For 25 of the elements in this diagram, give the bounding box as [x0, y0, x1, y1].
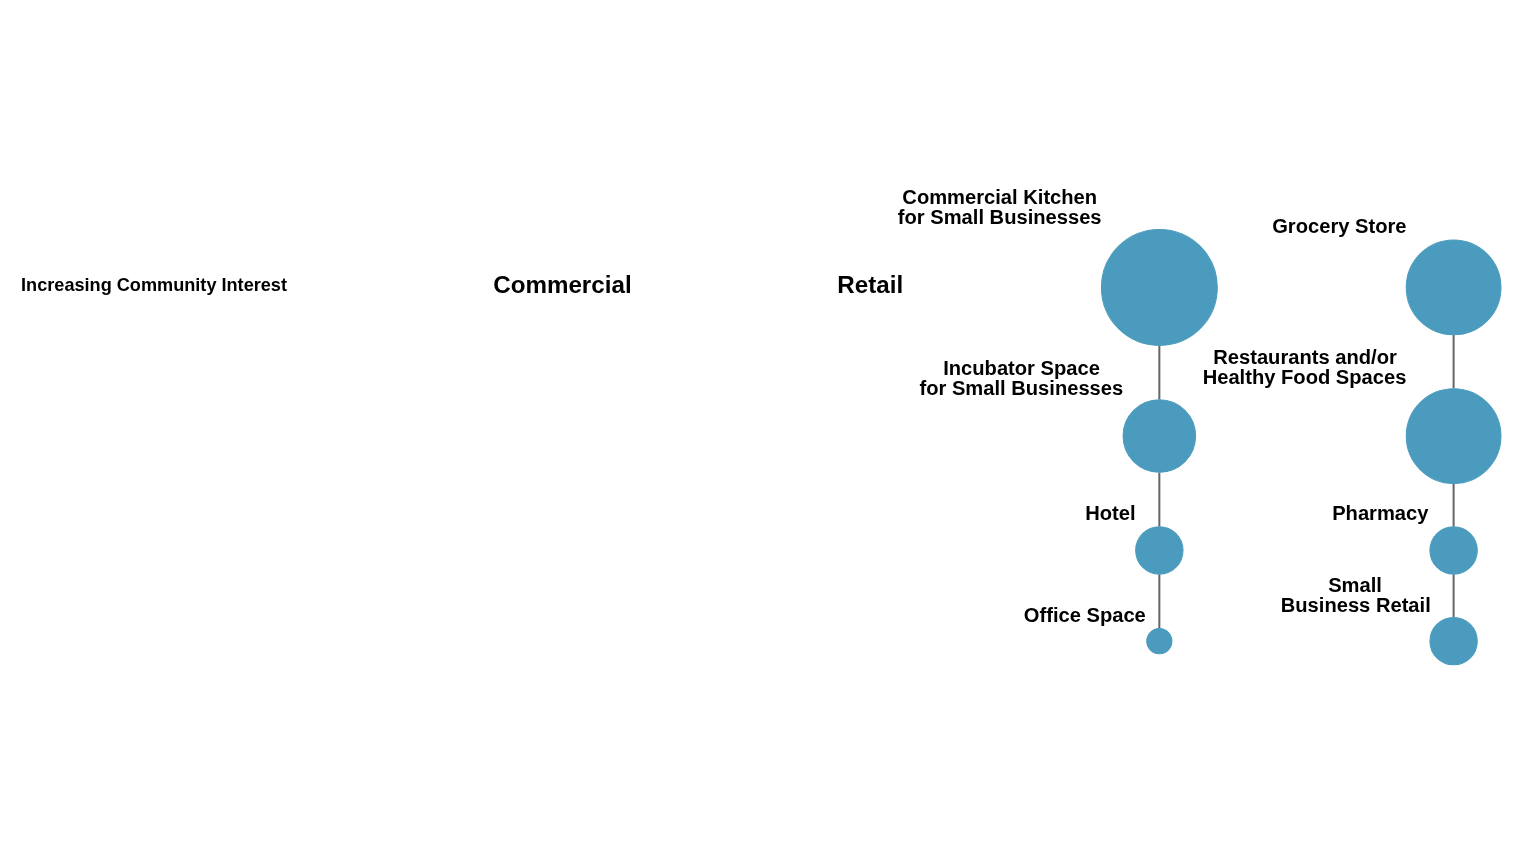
node-circle — [1145, 627, 1172, 654]
connector — [1452, 334, 1455, 388]
label: Retail — [836, 270, 903, 298]
connector — [1157, 472, 1160, 526]
node-circle — [1122, 398, 1196, 473]
node-label: Incubator Space for Small Businesses — [919, 356, 1123, 399]
node-label: Hotel — [1084, 501, 1136, 524]
node-circle — [1428, 616, 1478, 665]
node-label: Office Space — [1023, 603, 1146, 625]
label: Increasing Community Interest — [20, 274, 287, 295]
node-label: Commercial Kitchen for Small Businesses — [897, 185, 1102, 228]
connector — [1452, 483, 1455, 527]
connector — [1157, 573, 1160, 628]
connector — [1157, 345, 1160, 399]
node-circle — [1405, 239, 1501, 335]
node-circle — [1428, 525, 1478, 575]
node-circle — [1100, 228, 1218, 346]
label: Commercial — [492, 270, 632, 298]
connector — [1452, 573, 1455, 617]
node-label: Pharmacy — [1331, 501, 1428, 524]
node-label: Grocery Store — [1271, 214, 1407, 237]
node-circle — [1405, 387, 1501, 484]
node-circle — [1134, 525, 1184, 575]
node-label: Small Business Retail — [1280, 573, 1431, 616]
node-label: Restaurants and/or Healthy Food Spaces — [1202, 345, 1406, 388]
